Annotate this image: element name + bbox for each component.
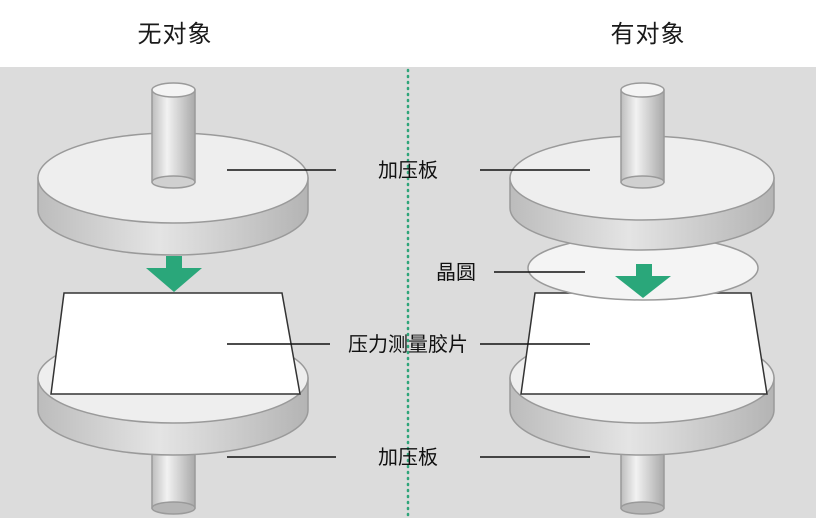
left-arrow-down xyxy=(146,256,202,292)
label-pressure-film: 压力测量胶片 xyxy=(348,332,468,356)
heading-with-object: 有对象 xyxy=(610,20,686,48)
leader-lines xyxy=(227,169,590,458)
right-arrow-down xyxy=(615,264,671,298)
label-top-plate: 加压板 xyxy=(378,158,438,182)
right-top-rod xyxy=(620,82,665,189)
left-top-rod xyxy=(151,82,196,189)
label-wafer: 晶圆 xyxy=(436,260,476,284)
left-pressure-film xyxy=(50,292,301,395)
heading-no-object: 无对象 xyxy=(137,20,213,48)
label-bottom-plate: 加压板 xyxy=(378,445,438,469)
